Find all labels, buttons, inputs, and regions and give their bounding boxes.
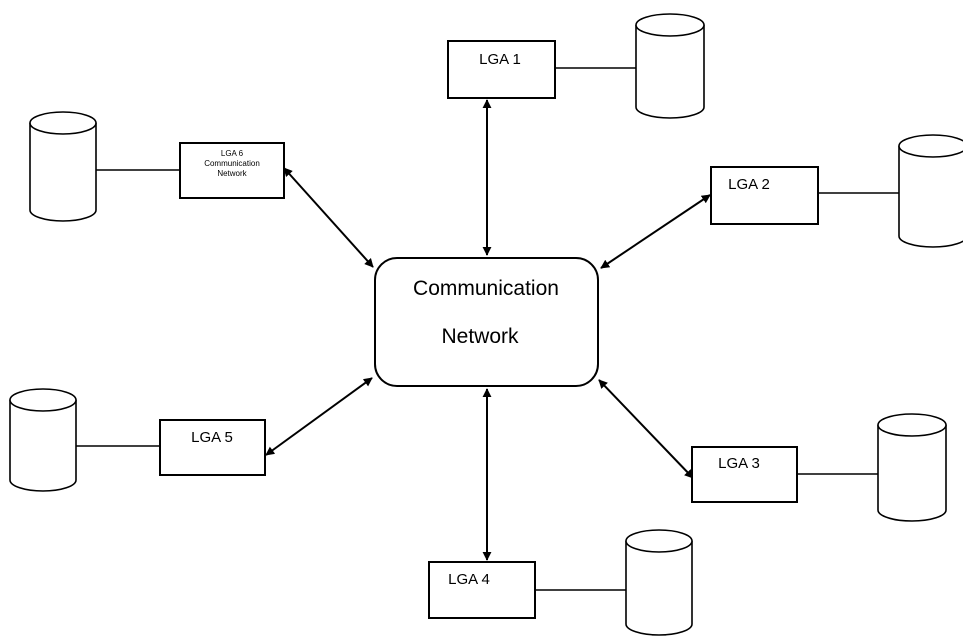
database-icon-lga6 — [29, 111, 97, 222]
lga6-label-line2: Communication — [204, 159, 260, 168]
arrow-lga3 — [598, 379, 694, 479]
communication-network-hub: Communication Network — [374, 257, 599, 387]
hub-label-line2: Network — [441, 325, 519, 348]
lga4-node: LGA 4 — [428, 561, 536, 619]
database-icon-lga1 — [635, 13, 705, 119]
lga2-node: LGA 2 — [710, 166, 819, 225]
arrow-lga2 — [600, 194, 711, 269]
lga5-label: LGA 5 — [191, 429, 233, 446]
lga6-label-line3: Network — [217, 169, 247, 178]
lga5-node: LGA 5 — [159, 419, 266, 476]
lga1-node: LGA 1 — [447, 40, 556, 99]
lga2-label: LGA 2 — [728, 176, 770, 193]
hub-label-line1: Communication — [413, 277, 559, 300]
database-icon-lga4 — [625, 529, 693, 636]
arrow-lga5 — [265, 377, 373, 456]
lga4-label: LGA 4 — [448, 571, 490, 588]
database-icon-lga3 — [877, 413, 947, 522]
lga6-label-line1: LGA 6 — [221, 149, 244, 158]
lga3-node: LGA 3 — [691, 446, 798, 503]
database-icon-lga2 — [898, 134, 963, 248]
lga6-node: LGA 6 Communication Network — [179, 142, 285, 199]
database-icon-lga5 — [9, 388, 77, 492]
arrow-lga6 — [283, 167, 374, 268]
lga1-label: LGA 1 — [479, 51, 521, 68]
lga3-label: LGA 3 — [718, 455, 760, 472]
